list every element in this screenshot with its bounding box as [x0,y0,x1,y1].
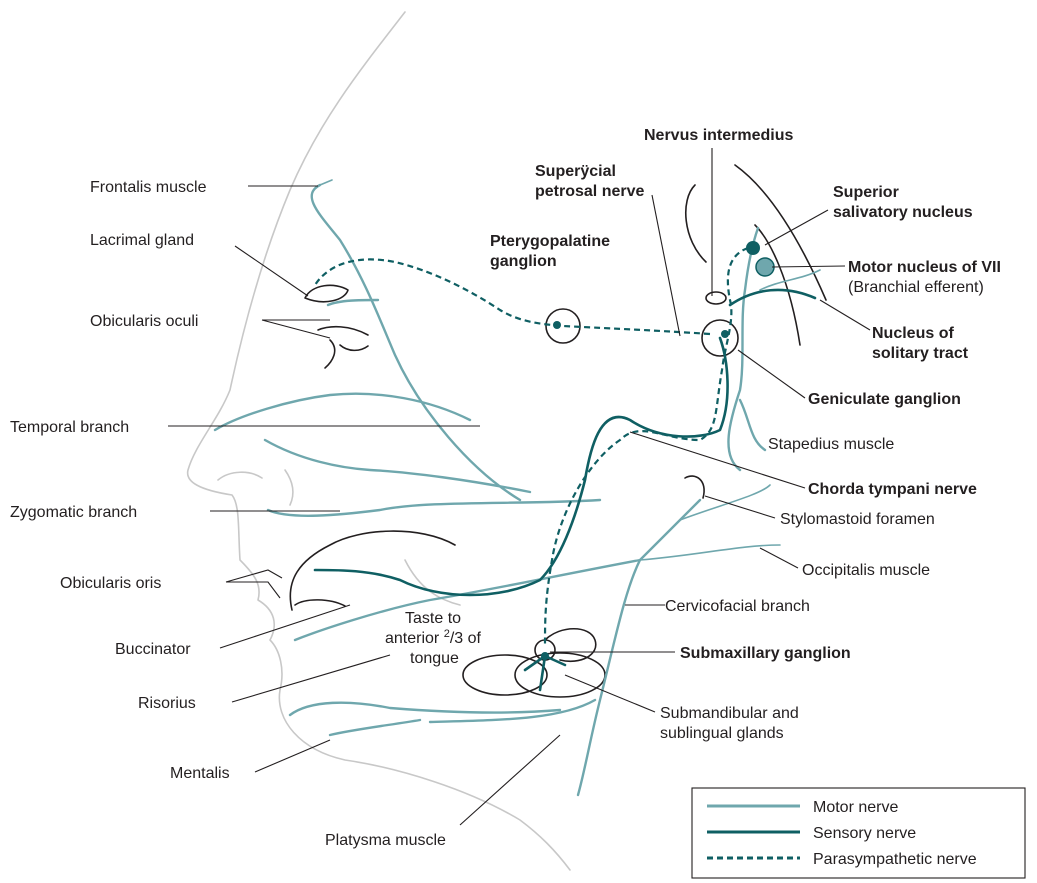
label-chorda-tympani: Chorda tympani nerve [808,481,977,498]
label-platysma: Platysma muscle [325,832,446,849]
label-geniculate: Geniculate ganglion [808,391,961,408]
label-obicularis-oculi: Obicularis oculi [90,313,198,330]
label-solitary-1: Nucleus of [872,325,954,342]
label-submandibular-2: sublingual glands [660,725,784,742]
label-taste-2-pre: anterior [385,630,444,647]
label-pterygopalatine-1: Pterygopalatine [490,233,610,250]
label-nervus-intermedius: Nervus intermedius [644,127,793,144]
label-taste-2: anterior 2/3 of [385,628,482,647]
label-mentalis: Mentalis [170,765,230,782]
label-motor-nucleus-1: Motor nucleus of VII [848,259,1001,276]
anatomical-structures [289,164,827,698]
label-taste-1: Taste to [405,610,461,627]
label-taste-3: tongue [410,650,459,667]
legend-parasympathetic: Parasympathetic nerve [813,851,977,868]
motor-nucleus-dot [755,257,775,277]
label-superficial-petrosal-1: Superÿcial [535,163,616,180]
legend: Motor nerve Sensory nerve Parasympatheti… [691,787,1026,879]
geniculate-dot [721,330,729,338]
label-taste-2-sub: /3 [450,630,463,647]
leader-lines [168,148,871,826]
label-submandibular-1: Submandibular and [660,705,799,722]
label-superior-salivatory-2: salivatory nucleus [833,204,973,221]
label-lacrimal: Lacrimal gland [90,232,194,249]
labels: Frontalis muscle Lacrimal gland Obicular… [10,127,1001,849]
legend-motor: Motor nerve [813,799,898,816]
face-outline [186,11,571,871]
label-zygomatic: Zygomatic branch [10,504,137,521]
label-solitary-2: solitary tract [872,345,969,362]
legend-sensory: Sensory nerve [813,825,916,842]
label-stapedius: Stapedius muscle [768,436,894,453]
label-pterygopalatine-2: ganglion [490,253,557,270]
label-superior-salivatory-1: Superior [833,184,899,201]
label-taste-2-sup: 2 [444,628,450,640]
label-submaxillary: Submaxillary ganglion [680,645,851,662]
label-occipitalis: Occipitalis muscle [802,562,930,579]
label-temporal: Temporal branch [10,419,129,436]
label-frontalis: Frontalis muscle [90,179,207,196]
label-motor-nucleus-2: (Branchial efferent) [848,279,984,296]
label-taste-2-post: of [463,630,481,647]
label-obicularis-oris: Obicularis oris [60,575,161,592]
parasympathetic-nerves [314,246,749,647]
label-risorius: Risorius [138,695,196,712]
label-cervicofacial: Cervicofacial branch [665,598,810,615]
motor-nerves [213,179,821,797]
salivatory-nucleus-dot [746,241,760,255]
label-stylomastoid: Stylomastoid foramen [780,511,935,528]
label-superficial-petrosal-2: petrosal nerve [535,183,644,200]
label-buccinator: Buccinator [115,641,191,658]
